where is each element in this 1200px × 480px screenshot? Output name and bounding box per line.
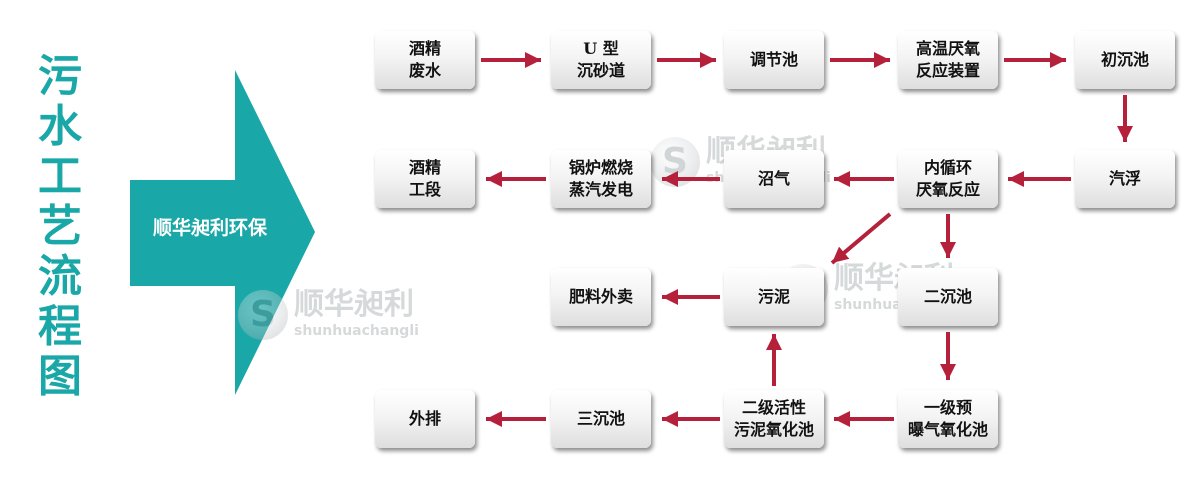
node-u-shachi: U 型 沉砂道	[551, 31, 651, 89]
node-erchenchi: 二沉池	[898, 268, 998, 326]
node-feiliao: 肥料外卖	[551, 268, 651, 326]
node-waipai: 外排	[375, 390, 475, 448]
arrow-diagonal	[830, 212, 892, 265]
title-char: 工	[38, 151, 82, 202]
watermark-cn: 顺华昶利	[294, 287, 414, 322]
title-char: 图	[38, 351, 82, 402]
node-jiujing-gongduan: 酒精 工段	[375, 150, 475, 208]
node-gaowen-yanyang: 高温厌氧 反应装置	[898, 31, 998, 89]
title-char: 水	[38, 101, 82, 152]
node-qifu: 汽浮	[1075, 150, 1175, 208]
arrow-label: 顺华昶利环保	[152, 217, 267, 239]
big-arrow-shape	[130, 70, 315, 395]
node-sanchenchi: 三沉池	[551, 390, 651, 448]
title-char: 污	[38, 51, 82, 102]
node-erji-huoxing: 二级活性 污泥氧化池	[724, 390, 824, 448]
node-wuni: 污泥	[724, 268, 824, 326]
node-tiaojiechi: 调节池	[724, 31, 824, 89]
node-jiujing-feishui: 酒精 废水	[375, 31, 475, 89]
watermark-s-icon: S	[238, 290, 288, 340]
watermark-en: shunhuachangli	[294, 323, 419, 339]
watermark-s-icon: S	[650, 137, 700, 187]
node-neixunhuan: 内循环 厌氧反应	[898, 150, 998, 208]
watermark-logo: S 顺华昶利 shunhuachangli	[238, 288, 438, 344]
node-guolu: 锅炉燃烧 蒸汽发电	[551, 150, 651, 208]
node-yiji-yupu: 一级预 曝气氧化池	[898, 390, 998, 448]
node-zhaoqi: 沼气	[724, 150, 824, 208]
title-char: 程	[38, 301, 82, 352]
vertical-title: 污 水 工 艺 流 程 图	[30, 52, 90, 402]
node-chuchenchi: 初沉池	[1075, 31, 1175, 89]
title-char: 流	[38, 251, 82, 302]
title-char: 艺	[38, 201, 82, 252]
